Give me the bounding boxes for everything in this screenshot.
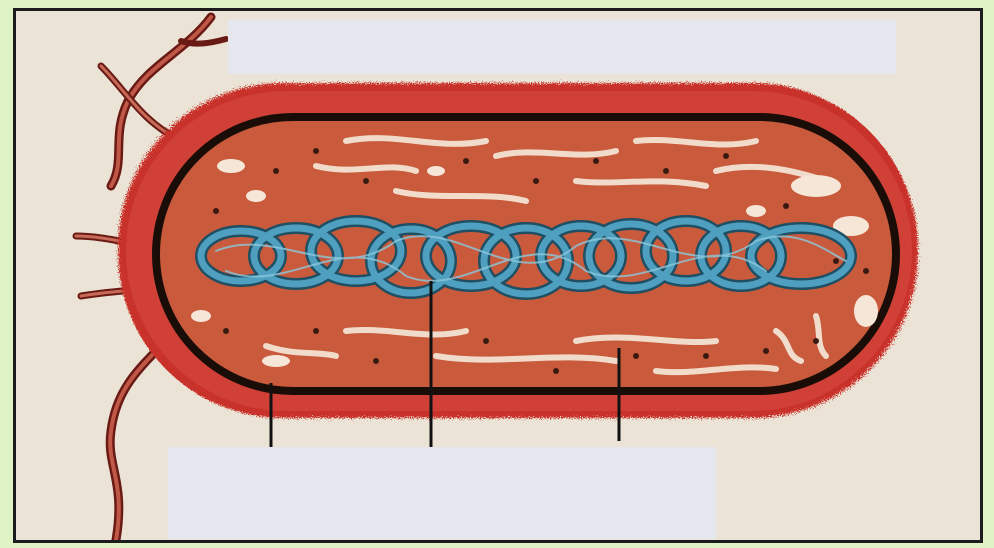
label-box-bottom xyxy=(168,447,716,539)
label-box-top xyxy=(228,20,896,74)
diagram-frame xyxy=(13,8,983,543)
